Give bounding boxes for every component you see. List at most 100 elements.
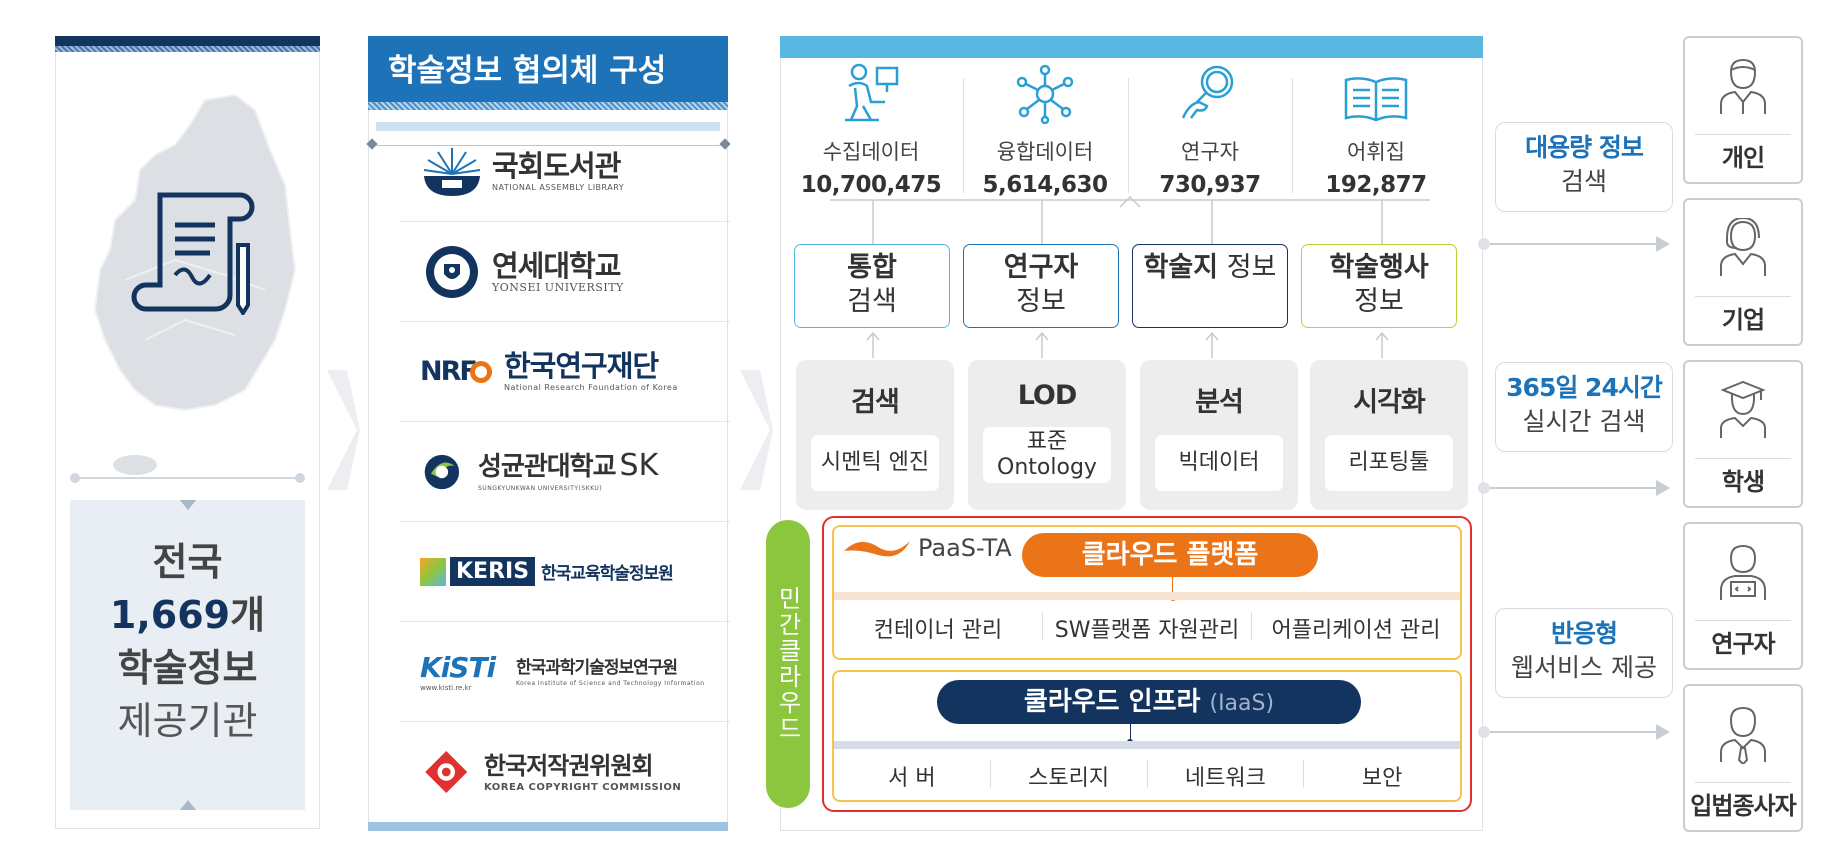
org-subtitle: National Research Foundation of Korea	[504, 382, 678, 392]
org-text: 연세대학교 YONSEI UNIVERSITY	[492, 250, 624, 294]
cloud-frame	[822, 516, 1472, 812]
platform-item: 어플리케이션 관리	[1271, 618, 1441, 643]
consortium-bar	[376, 122, 720, 131]
consortium-bar-line	[376, 145, 721, 146]
national-assembly-library-logo	[423, 147, 481, 196]
callout-text: 검색	[1560, 167, 1607, 196]
providers-line4: 제공기관	[117, 699, 258, 743]
yonsei-university-seal	[426, 245, 478, 298]
org-subtitle: SUNGKYUNKWAN UNIVERSITY(SKKU)	[478, 485, 603, 492]
org-name: 한국연구재단	[504, 348, 659, 383]
service-journal-info[interactable]: 학술지 정보	[1132, 244, 1288, 328]
infra-item: 스토리지	[1028, 766, 1110, 791]
infra-item: 네트워크	[1184, 766, 1266, 791]
map-divider	[72, 477, 304, 479]
platform-bar	[834, 592, 1460, 600]
item-divider	[1251, 612, 1252, 640]
paas-ta-mark-icon	[844, 541, 910, 557]
service-title: 연구자	[1003, 252, 1079, 283]
callout-bulk-search: 대용량 정보 검색	[1495, 122, 1673, 212]
engine-title: LOD	[1017, 380, 1078, 411]
down-triangle-icon	[179, 500, 196, 510]
org-subtitle: YONSEI UNIVERSITY	[492, 280, 624, 294]
engine-tech-line2: Ontology	[997, 455, 1097, 480]
consortium-panel	[368, 36, 728, 831]
stat-divider	[1292, 78, 1293, 193]
arrow-right-icon	[1656, 724, 1670, 740]
stat-divider	[963, 78, 964, 193]
keris-emblem	[420, 557, 446, 586]
infra-items: 서 버 스토리지 네트워크 보안	[834, 760, 1460, 792]
user-label: 입법종사자	[1690, 792, 1796, 820]
org-name: 성균관대학교	[478, 452, 617, 482]
nrf-mark: NRF	[420, 356, 478, 387]
stat-vocabulary: 어휘집 192,877	[1296, 62, 1456, 198]
org-national-assembly-library: 국회도서관 NATIONAL ASSEMBLY LIBRARY	[400, 122, 730, 222]
org-copyright-commission: 한국저작권위원회 KOREA COPYRIGHT COMMISSION	[400, 722, 730, 822]
cloud-platform-box: PaaS-TA 클라우드 플랫폼 컨테이너 관리 SW플랫폼 자원관리 어플리케…	[832, 525, 1462, 660]
engine-title: 분석	[1195, 387, 1244, 418]
org-nrf: NRF 한국연구재단 National Research Foundation …	[400, 322, 730, 422]
user-researcher: 연구자	[1683, 522, 1803, 670]
stat-label: 융합데이터	[996, 140, 1094, 164]
stat-value: 192,877	[1325, 172, 1427, 198]
engine-visualization: 시각화 리포팅툴	[1310, 360, 1468, 510]
providers-summary-box: 전국 1,669개 학술정보 제공기관	[70, 500, 305, 810]
kisti-logo: KiSTi www.kisti.re.kr	[420, 651, 510, 692]
consortium-footer-bar	[368, 822, 728, 831]
callout-highlight: 365일 24시간	[1506, 373, 1663, 402]
engine-lod: LOD 표준 Ontology	[968, 360, 1126, 510]
platform-connector	[1172, 577, 1173, 597]
stat-fused-data: 융합데이터 5,614,630	[965, 62, 1125, 198]
arrow-right-icon	[1656, 480, 1670, 496]
open-book-icon	[1344, 77, 1408, 122]
item-divider	[989, 760, 991, 788]
cloud-infra-box: 쿨라우드 인프라 (IaaS) 서 버 스토리지 네트워크 보안	[832, 670, 1462, 802]
magnifier-hand-icon	[1181, 65, 1234, 119]
service-title: 학술행사	[1329, 252, 1429, 283]
stat-value: 730,937	[1159, 172, 1261, 198]
org-name: 연세대학교	[492, 248, 621, 283]
cloud-platform-title: 클라우드 플랫폼	[1022, 533, 1318, 577]
callout-text: 웹서비스 제공	[1511, 653, 1657, 682]
org-text: 한국저작권위원회 KOREA COPYRIGHT COMMISSION	[484, 750, 681, 794]
chevron-right-icon	[327, 370, 360, 490]
sungkyunkwan-logo	[424, 454, 460, 489]
private-cloud-label: 민간클라우드	[766, 520, 810, 808]
infra-bar	[834, 741, 1460, 749]
org-name: 한국교육학술정보원	[541, 564, 674, 584]
up-triangle-icon	[179, 800, 196, 810]
org-subtitle: KOREA COPYRIGHT COMMISSION	[484, 782, 682, 793]
org-yonsei-university: 연세대학교 YONSEI UNIVERSITY	[400, 222, 730, 322]
service-title: 학술지	[1143, 252, 1219, 283]
kisti-mark: KiSTi	[420, 651, 496, 684]
item-divider	[1303, 760, 1305, 788]
service-sub: 검색	[847, 286, 897, 317]
providers-line3: 학술정보	[117, 646, 258, 690]
person-headset-icon	[1720, 218, 1766, 276]
engine-tech: 표준 Ontology	[983, 427, 1111, 483]
org-name: 국회도서관	[492, 148, 621, 183]
arrow-origin-dot	[1478, 482, 1490, 494]
user-label: 기업	[1721, 306, 1765, 334]
user-label: 연구자	[1711, 630, 1775, 658]
engine-tech: 시멘틱 엔진	[811, 435, 939, 491]
user-company: 기업	[1683, 198, 1803, 346]
engine-analysis: 분석 빅데이터	[1140, 360, 1298, 510]
org-subtitle: Korea Institute of Science and Technolog…	[516, 680, 705, 687]
infra-title-text: 쿨라우드 인프라	[1023, 687, 1201, 717]
platform-items: 컨테이너 관리 SW플랫폼 자원관리 어플리케이션 관리	[834, 612, 1460, 644]
arrow-origin-dot	[1478, 238, 1490, 250]
nrf-logo: NRF	[420, 344, 500, 400]
engine-title: 검색	[851, 387, 900, 418]
engine-tech-line1: 표준	[1026, 429, 1068, 454]
item-divider	[1042, 612, 1043, 640]
infra-item: 서 버	[888, 766, 936, 791]
stat-value: 10,700,475	[800, 172, 942, 198]
kisti-url: www.kisti.re.kr	[420, 684, 472, 692]
callout-text: 실시간 검색	[1522, 407, 1646, 436]
item-divider	[1146, 760, 1148, 788]
